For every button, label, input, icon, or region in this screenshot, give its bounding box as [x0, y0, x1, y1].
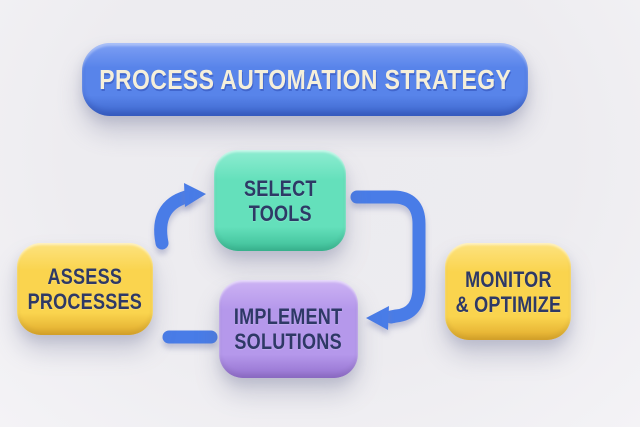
node-label-line: PROCESSES [27, 289, 143, 314]
node-implement-solutions: IMPLEMENT SOLUTIONS [219, 280, 358, 378]
node-select-tools: SELECT TOOLS [214, 150, 346, 251]
node-label-line: TOOLS [248, 200, 312, 226]
node-label-line: & OPTIMIZE [455, 291, 561, 317]
node-label: MONITOR & OPTIMIZE [455, 267, 561, 317]
node-label: IMPLEMENT SOLUTIONS [234, 304, 342, 354]
arrowhead-left-icon [366, 306, 389, 330]
node-label: ASSESS PROCESSES [28, 264, 143, 314]
node-label: SELECT TOOLS [244, 176, 317, 226]
node-label-line: ASSESS [47, 264, 123, 289]
node-label-line: MONITOR [464, 266, 552, 292]
title-banner: PROCESS AUTOMATION STRATEGY [82, 43, 528, 116]
node-monitor-optimize: MONITOR & OPTIMIZE [445, 243, 571, 340]
arrow-select-to-implement [350, 190, 426, 324]
node-label-line: IMPLEMENT [234, 304, 343, 329]
node-label-line: SOLUTIONS [234, 329, 343, 354]
title-text: PROCESS AUTOMATION STRATEGY [98, 63, 512, 95]
node-assess-processes: ASSESS PROCESSES [17, 243, 153, 335]
arrow-assess-to-select [154, 190, 193, 250]
node-label-line: SELECT [243, 175, 317, 201]
arrowhead-right-icon [184, 183, 206, 207]
